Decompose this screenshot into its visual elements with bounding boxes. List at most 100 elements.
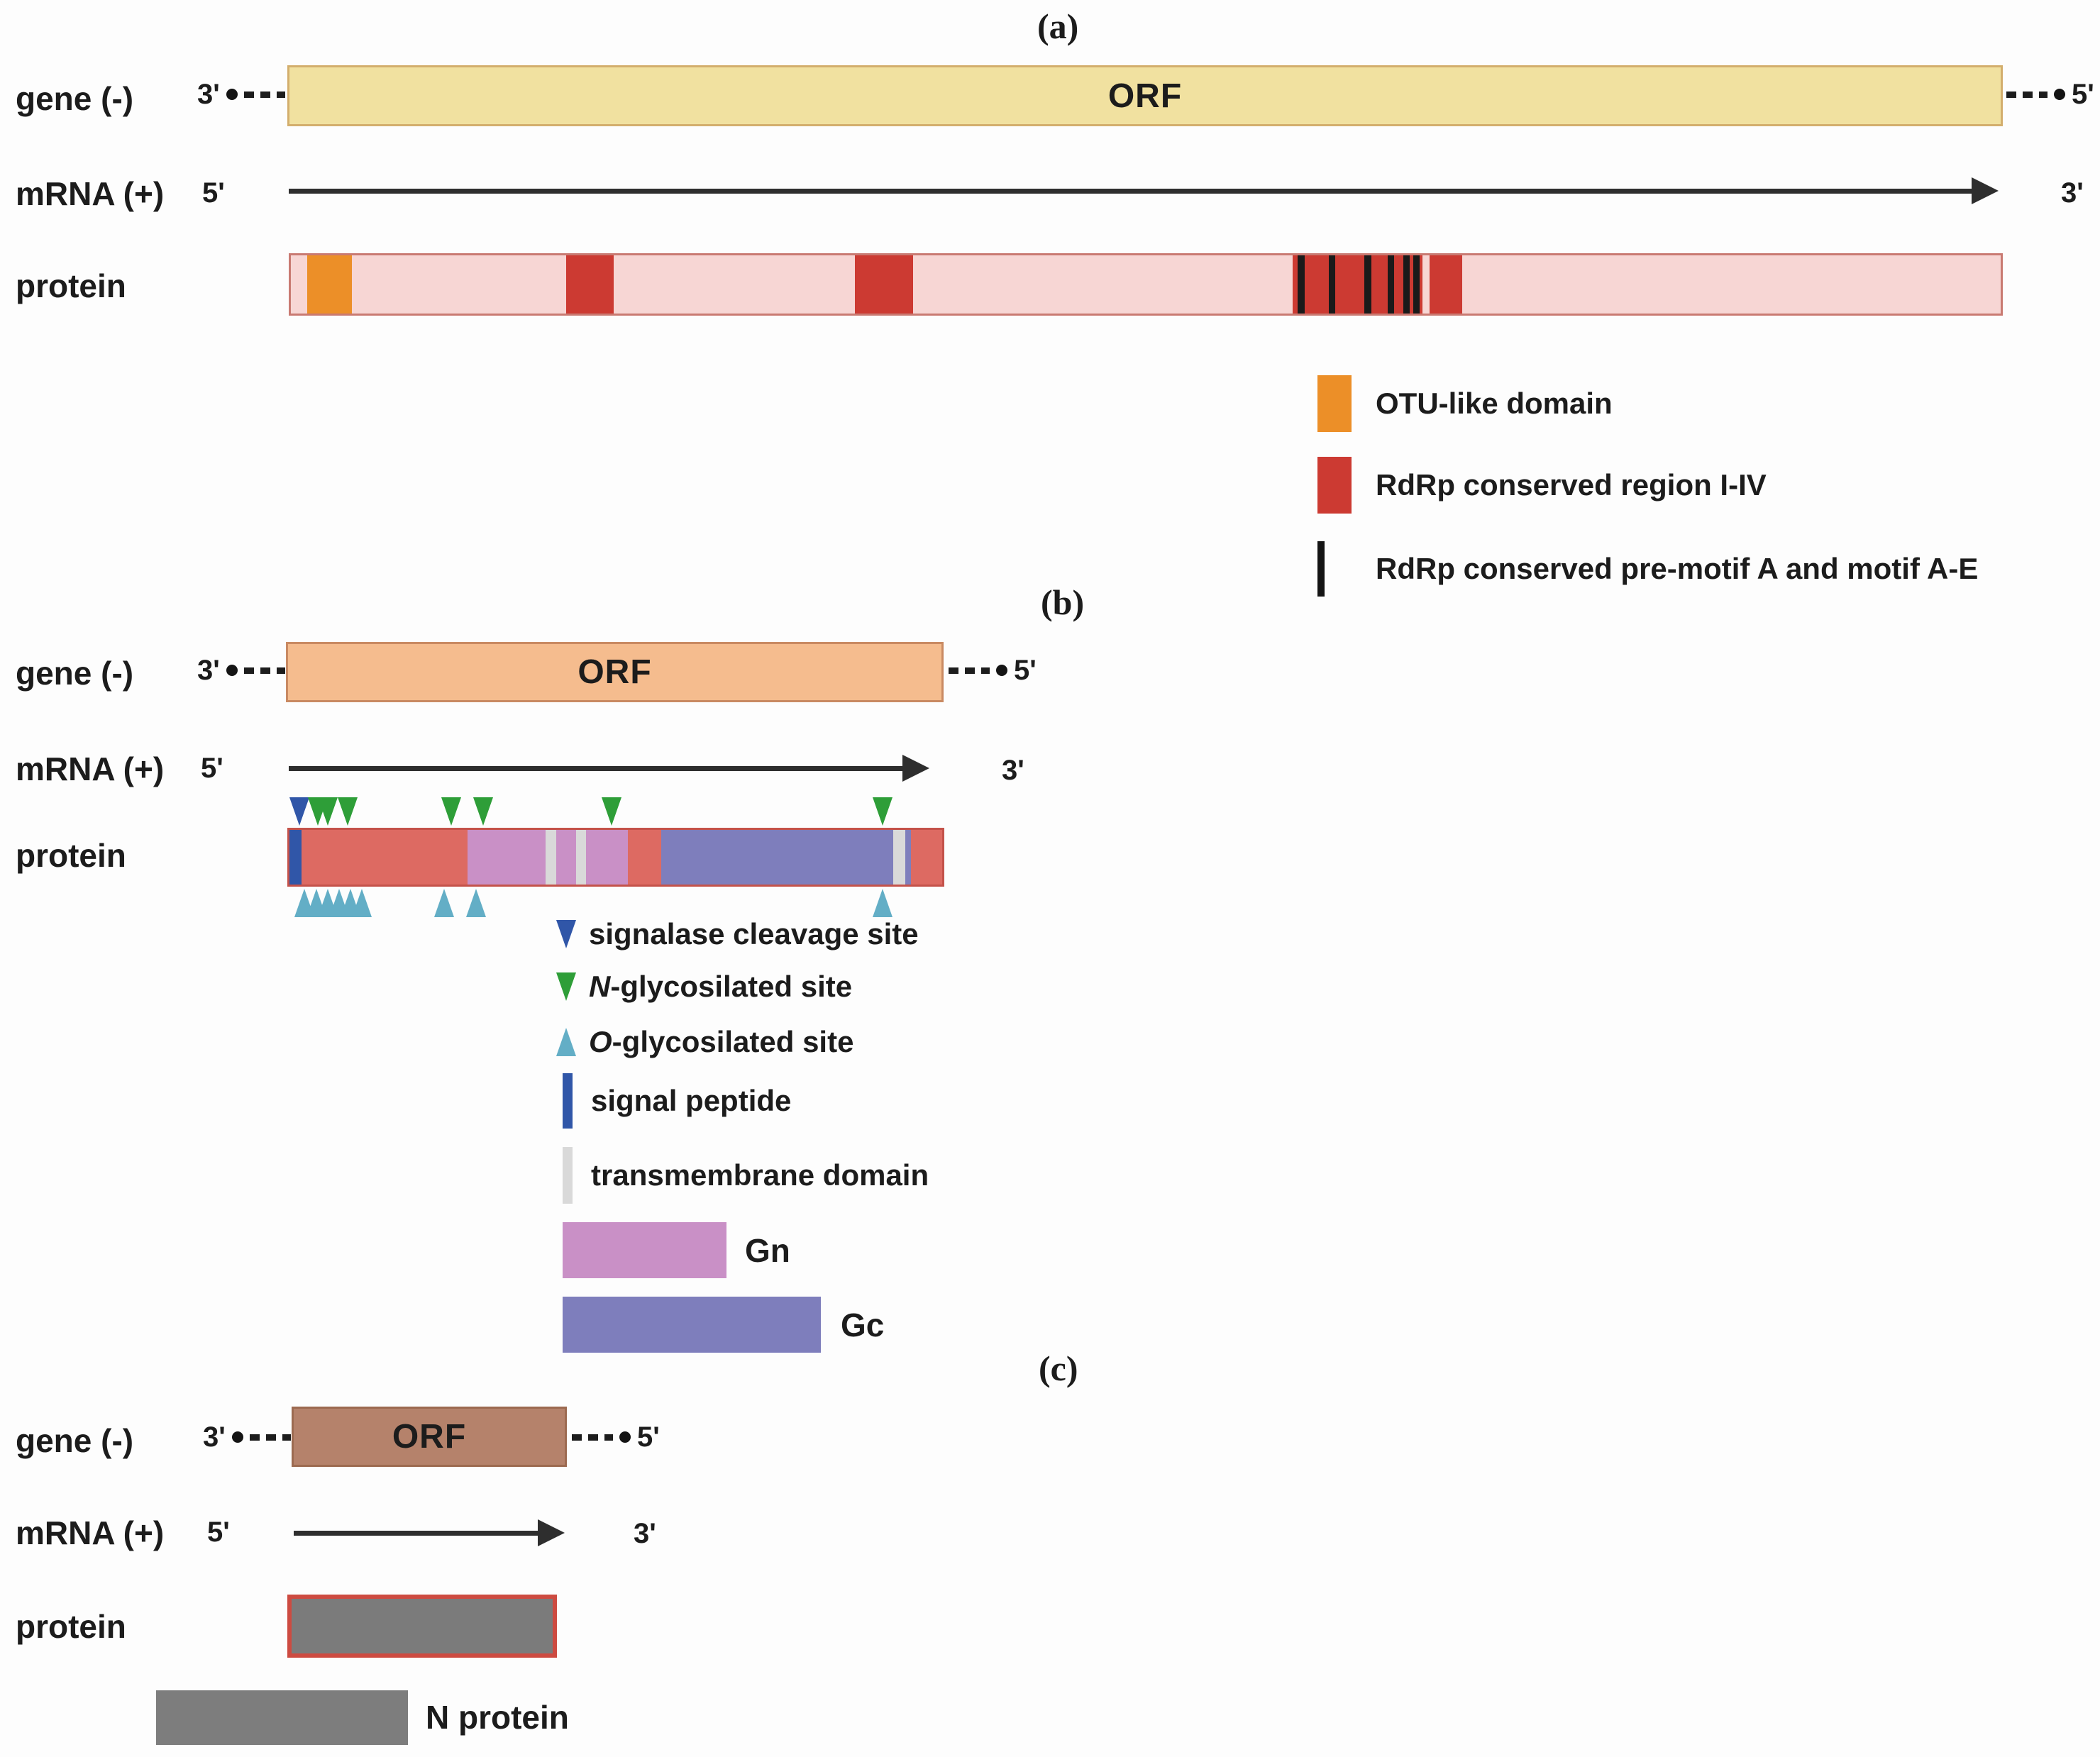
legend-row-signal-peptide: signal peptide — [563, 1073, 791, 1129]
legend-row-gn: Gn — [563, 1222, 790, 1278]
mrna-3-label-c: 3' — [634, 1518, 656, 1549]
n-protein-swatch — [156, 1690, 408, 1745]
legend-n-protein-label: N protein — [426, 1699, 569, 1736]
mrna-5-label-b: 5' — [201, 753, 223, 784]
orf-box-b: ORF — [286, 642, 944, 702]
o-glycosilated-site — [434, 889, 455, 917]
n-glycosilated-site — [872, 797, 892, 826]
n-glycosilated-site — [556, 972, 576, 1001]
mrna-arrow-b — [289, 755, 929, 782]
rdrp-region-II — [855, 255, 914, 314]
legend-nglyc-label: N-glycosilated site — [589, 970, 853, 1003]
gene-right-end-c: 5' — [572, 1421, 660, 1453]
legend-gn-label: Gn — [745, 1231, 790, 1269]
gene-end-dot — [226, 665, 238, 676]
legend-otu-label: OTU-like domain — [1376, 387, 1613, 420]
protein-bar-b — [287, 828, 944, 887]
o-glycosilated-site — [872, 889, 892, 917]
transmembrane-domain — [545, 830, 557, 885]
gc-swatch — [563, 1297, 821, 1353]
legend-row-rdrp-region: RdRp conserved region I-IV — [1317, 456, 1767, 514]
legend-signal-peptide-label: signal peptide — [591, 1084, 792, 1117]
gc-domain-end — [905, 830, 911, 885]
gene-end-dot — [231, 1431, 243, 1443]
prime-5-label: 5' — [2072, 78, 2094, 110]
transmembrane-domain — [893, 830, 906, 885]
legend-row-oglyc: O-glycosilated site — [553, 1024, 853, 1060]
mrna-arrow-a — [289, 177, 1999, 204]
gene-row-label-c: gene (-) — [16, 1422, 134, 1459]
prime-5-label: 5' — [1014, 654, 1037, 686]
gene-left-end-a: 3' — [197, 79, 285, 110]
n-glyc-marker — [553, 970, 579, 1003]
mrna-5-label-a: 5' — [202, 177, 225, 209]
otu-like-domain — [306, 255, 352, 314]
glycosylation-markers-top — [287, 796, 944, 826]
gene-dashed-line — [572, 1434, 613, 1441]
gene-end-dot — [2054, 89, 2065, 100]
rdrp-motif-line — [1388, 255, 1395, 314]
legend-rdrp-region-label: RdRp conserved region I-IV — [1376, 468, 1767, 501]
gene-dashed-line — [949, 667, 990, 674]
n-glycosilated-site — [441, 797, 461, 826]
legend-transmembrane-label: transmembrane domain — [591, 1158, 929, 1192]
transmembrane-swatch — [563, 1147, 573, 1204]
legend-row-gc: Gc — [563, 1297, 884, 1353]
o-glycosilated-site — [351, 889, 372, 917]
legend-row-otu: OTU-like domain — [1317, 375, 1613, 433]
rdrp-motif-swatch-column — [1317, 541, 1352, 597]
orf-label-b: ORF — [578, 653, 652, 691]
o-glycosilated-site — [465, 889, 486, 917]
gene-right-end-a: 5' — [2006, 79, 2094, 110]
n-glycosilated-site — [602, 797, 622, 826]
glycosylation-markers-bottom — [287, 889, 944, 920]
legend-row-transmembrane: transmembrane domain — [563, 1147, 929, 1204]
mrna-5-label-c: 5' — [207, 1517, 230, 1548]
protein-row-label-b: protein — [16, 837, 126, 874]
otu-swatch — [1317, 375, 1352, 432]
mrna-3-label-b: 3' — [1002, 755, 1024, 786]
mrna-row-label-c: mRNA (+) — [16, 1514, 165, 1551]
panel-c-letter: (c) — [1039, 1348, 1078, 1388]
rdrp-region-IV — [1430, 255, 1462, 314]
gene-right-end-b: 5' — [949, 655, 1037, 686]
panel-b-letter: (b) — [1041, 582, 1085, 622]
prime-5-label: 5' — [637, 1421, 660, 1453]
mrna-row-label-b: mRNA (+) — [16, 750, 165, 787]
protein-row-label-c: protein — [16, 1608, 126, 1645]
rdrp-motif-line — [1298, 255, 1305, 314]
mrna-3-label-a: 3' — [2061, 177, 2084, 209]
gc-domain — [661, 830, 893, 885]
prime-3-label: 3' — [197, 654, 220, 686]
protein-bar-a — [289, 253, 2003, 316]
prime-3-label: 3' — [197, 78, 220, 110]
rdrp-motif-line — [1364, 255, 1371, 314]
gene-end-dot — [996, 665, 1007, 676]
orf-box-c: ORF — [292, 1407, 567, 1467]
legend-row-nglyc: N-glycosilated site — [553, 969, 852, 1004]
gene-end-dot — [619, 1431, 631, 1443]
gene-left-end-b: 3' — [197, 655, 285, 686]
rdrp-motif-line — [1328, 255, 1336, 314]
rdrp-region-III — [1292, 255, 1422, 314]
protein-row-label-a: protein — [16, 267, 126, 304]
panel-a-letter: (a) — [1037, 6, 1079, 46]
rdrp-motif-line — [1413, 255, 1420, 314]
transmembrane-domain — [575, 830, 586, 885]
n-glycosilated-site — [318, 797, 338, 826]
gn-swatch — [563, 1222, 726, 1278]
protein-box-c — [287, 1595, 557, 1658]
gene-dashed-line — [2006, 91, 2048, 98]
gene-dashed-line — [249, 1434, 291, 1441]
rdrp-region-I — [566, 255, 614, 314]
legend-gc-label: Gc — [841, 1306, 885, 1343]
mrna-arrow-c — [294, 1519, 565, 1546]
rdrp-motif-line — [1403, 255, 1410, 314]
signalase-cleavage-site — [289, 797, 309, 826]
rdrp-motif-bar — [1317, 541, 1325, 597]
orf-label-c: ORF — [392, 1418, 467, 1456]
legend-oglyc-label: O-glycosilated site — [589, 1025, 854, 1058]
prime-3-label: 3' — [203, 1421, 226, 1453]
gene-dashed-line — [243, 667, 285, 674]
